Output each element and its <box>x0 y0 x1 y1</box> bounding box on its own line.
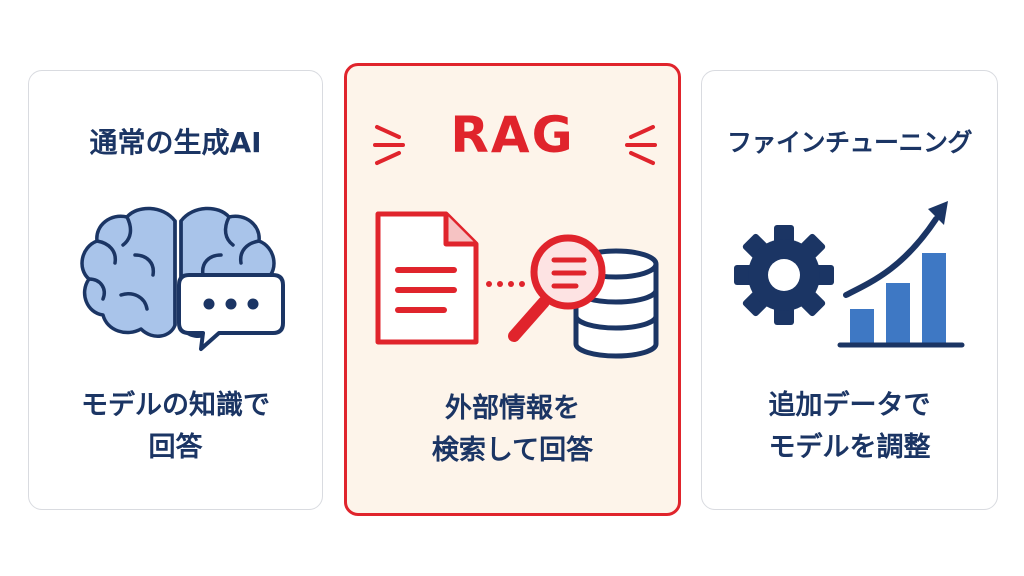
brain-illustration <box>80 206 285 351</box>
sparkle-icon <box>373 125 405 165</box>
card-title: RAG <box>450 106 575 164</box>
speech-bubble-icon <box>177 273 285 351</box>
card-title: 通常の生成AI <box>89 126 262 159</box>
caption-line-1: モデルの知識で <box>81 390 270 421</box>
gear-icon <box>734 225 834 325</box>
card-caption: モデルの知識で 回答 <box>29 385 322 469</box>
caption-line-2: 回答 <box>148 432 203 463</box>
caption-line-1: 追加データで <box>768 390 931 421</box>
card-normal-ai: 通常の生成AI モデルの知識で 回答 <box>28 70 323 510</box>
magnifier-icon <box>508 234 606 342</box>
card-rag: RAG <box>344 63 681 516</box>
card-fine-tuning: ファインチューニング 追加 <box>701 70 998 510</box>
document-icon <box>375 211 479 345</box>
sparkle-icon <box>625 125 657 165</box>
card-title: ファインチューニング <box>726 128 973 157</box>
caption-line-1: 外部情報を <box>445 393 580 424</box>
bar-chart-icon <box>837 253 965 348</box>
fine-tuning-illustration <box>734 201 965 348</box>
caption-line-2: モデルを調整 <box>768 432 931 463</box>
caption-line-2: 検索して回答 <box>431 435 594 466</box>
card-caption: 外部情報を 検索して回答 <box>347 388 678 472</box>
card-caption: 追加データで モデルを調整 <box>702 385 997 469</box>
dots-connector <box>486 281 525 287</box>
trend-arrow-icon <box>843 201 948 298</box>
rag-illustration <box>375 211 659 359</box>
